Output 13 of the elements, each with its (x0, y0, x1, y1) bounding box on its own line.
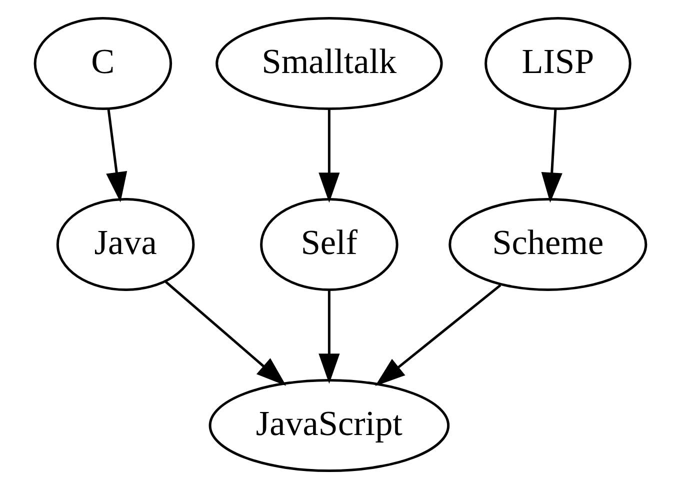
arrow (106, 108, 128, 202)
node-ellipse: C (34, 16, 172, 110)
node-ellipse: LISP (484, 16, 632, 110)
node-ellipse: JavaScript (208, 379, 450, 472)
arrow (164, 280, 286, 386)
arrow (318, 110, 340, 203)
arrow (375, 284, 502, 386)
node-ellipse: Scheme (448, 198, 648, 291)
node-ellipse: Self (260, 198, 398, 291)
node-ellipse: Smalltalk (216, 16, 443, 110)
node-ellipse: Java (56, 198, 195, 291)
arrow (541, 109, 562, 203)
arrow (318, 290, 340, 384)
